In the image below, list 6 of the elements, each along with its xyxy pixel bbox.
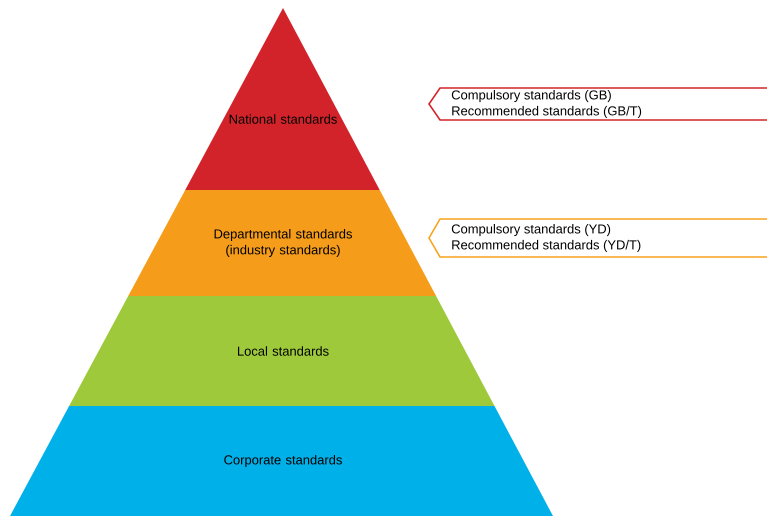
pyramid-tier: Local standards: [69, 296, 494, 406]
callout-box: Compulsory standards (GB) Recommended standards (GB/T): [428, 87, 767, 121]
pyramid-tier: National standards: [185, 8, 380, 190]
callout-box: Compulsory standards (YD) Recommended standards (YD/T): [428, 218, 767, 258]
pyramid-tier: Departmental standards (industry standards): [128, 190, 436, 296]
pyramid-tier: Corporate standards: [10, 406, 553, 516]
